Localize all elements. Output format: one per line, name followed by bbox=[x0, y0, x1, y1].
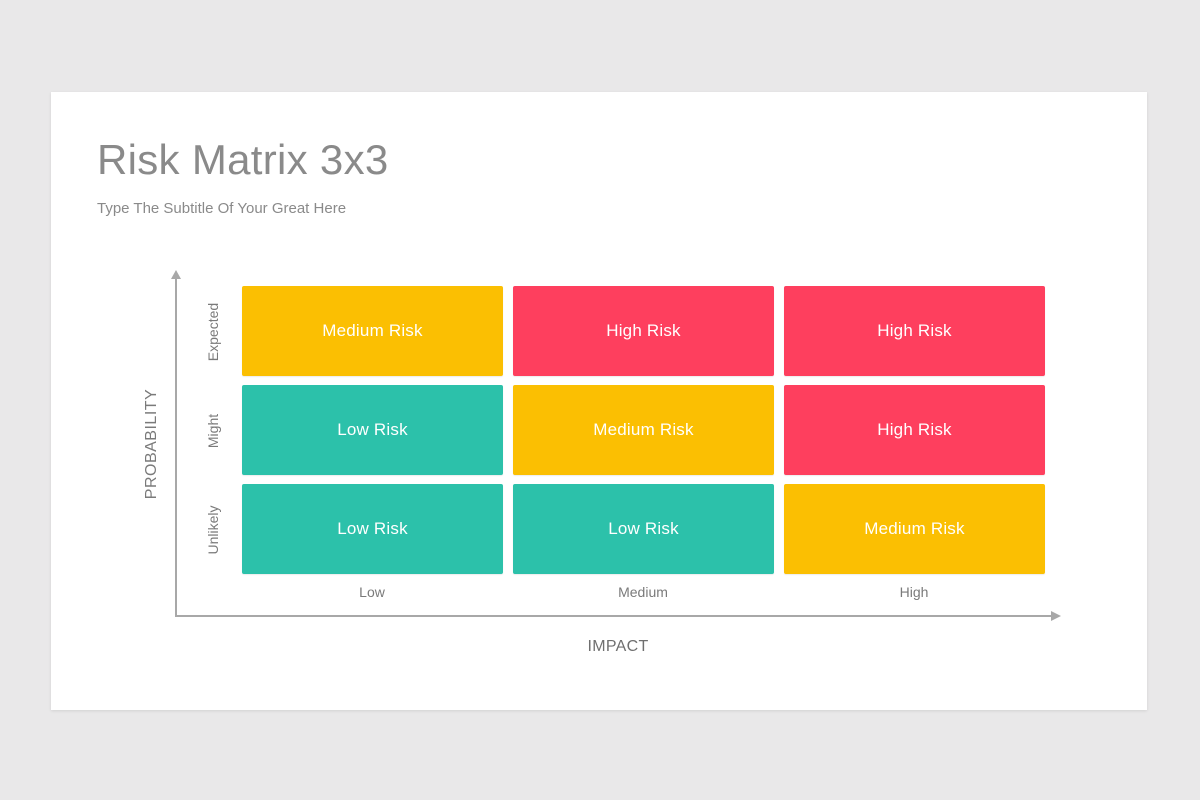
risk-cell-might-high: High Risk bbox=[784, 385, 1045, 475]
y-axis-arrow-icon bbox=[171, 270, 181, 279]
risk-cell-expected-medium: High Risk bbox=[513, 286, 774, 376]
page-subtitle: Type The Subtitle Of Your Great Here bbox=[97, 200, 347, 217]
risk-cell-might-low: Low Risk bbox=[242, 385, 503, 475]
risk-cell-might-medium: Medium Risk bbox=[513, 385, 774, 475]
row-label-expected: Expected bbox=[205, 302, 221, 362]
slide: Risk Matrix 3x3 Type The Subtitle Of You… bbox=[51, 92, 1147, 710]
column-label-high: High bbox=[899, 584, 929, 600]
x-axis-label: IMPACT bbox=[587, 638, 649, 655]
risk-cell-expected-low: Medium Risk bbox=[242, 286, 503, 376]
x-axis-line bbox=[175, 615, 1053, 617]
x-axis-arrow-icon bbox=[1051, 611, 1061, 621]
column-label-medium: Medium bbox=[618, 584, 668, 600]
risk-cell-unlikely-low: Low Risk bbox=[242, 484, 503, 574]
column-label-low: Low bbox=[359, 584, 385, 600]
page-title: Risk Matrix 3x3 bbox=[97, 136, 389, 183]
row-label-might: Might bbox=[205, 413, 221, 449]
risk-cell-unlikely-medium: Low Risk bbox=[513, 484, 774, 574]
risk-cell-unlikely-high: Medium Risk bbox=[784, 484, 1045, 574]
row-label-unlikely: Unlikely bbox=[205, 505, 221, 555]
y-axis-label: PROBABILITY bbox=[143, 388, 160, 500]
risk-cell-expected-high: High Risk bbox=[784, 286, 1045, 376]
y-axis-line bbox=[175, 278, 177, 617]
